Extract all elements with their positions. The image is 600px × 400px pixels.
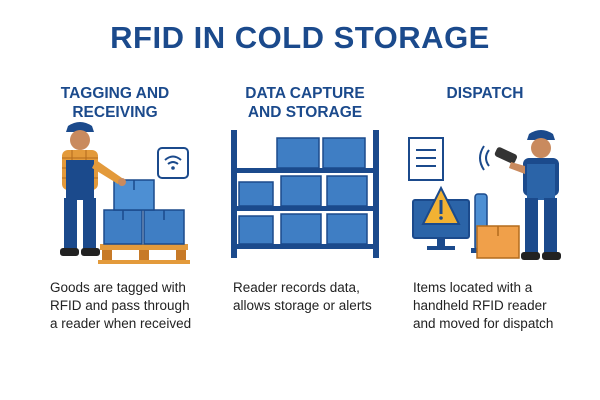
- column-2-heading-line2: AND STORAGE: [247, 104, 363, 121]
- column-2-desc-line1: Reader records data,: [233, 280, 360, 295]
- stacked-boxes-icon: [103, 179, 185, 245]
- storage-illustration: [231, 130, 379, 258]
- column-2-description: Reader records data, allows storage or a…: [233, 279, 403, 315]
- column-2-heading: DATA CAPTURE AND STORAGE: [220, 84, 390, 122]
- column-3-desc-line1: Items located with a: [413, 280, 533, 295]
- column-2-desc-line2: allows storage or alerts: [233, 298, 372, 313]
- column-3-desc-line3: and moved for dispatch: [413, 316, 554, 331]
- document-icon: [408, 137, 444, 181]
- warning-icon: [421, 185, 461, 225]
- column-1-heading-line1: TAGGING AND: [60, 85, 170, 102]
- column-3-heading-line1: DISPATCH: [446, 85, 524, 102]
- column-1-desc-line2: RFID and pass through: [50, 298, 190, 313]
- column-3-description: Items located with a handheld RFID reade…: [413, 279, 583, 333]
- column-3-desc-line2: handheld RFID reader: [413, 298, 547, 313]
- column-1-desc-line1: Goods are tagged with: [50, 280, 186, 295]
- dispatch-illustration: [408, 130, 561, 260]
- pallet-icon: [98, 244, 190, 264]
- column-3-heading: DISPATCH: [400, 84, 570, 103]
- column-1-description: Goods are tagged with RFID and pass thro…: [50, 279, 220, 333]
- column-1-heading: TAGGING AND RECEIVING: [30, 84, 200, 122]
- page-title: RFID IN COLD STORAGE: [110, 20, 490, 55]
- worker-icon: [60, 122, 126, 256]
- handheld-reader-icon: [479, 145, 518, 171]
- wifi-signal-icon: [157, 147, 189, 179]
- box-icon: [238, 137, 368, 245]
- worker-icon: [509, 130, 561, 260]
- column-2-heading-line1: DATA CAPTURE: [245, 85, 365, 102]
- box-icon: [476, 225, 520, 259]
- column-1-desc-line3: a reader when received: [50, 316, 192, 331]
- storage-shelf-icon: [231, 130, 379, 258]
- tagging-illustration: [60, 122, 190, 264]
- column-1-heading-line2: RECEIVING: [72, 104, 158, 121]
